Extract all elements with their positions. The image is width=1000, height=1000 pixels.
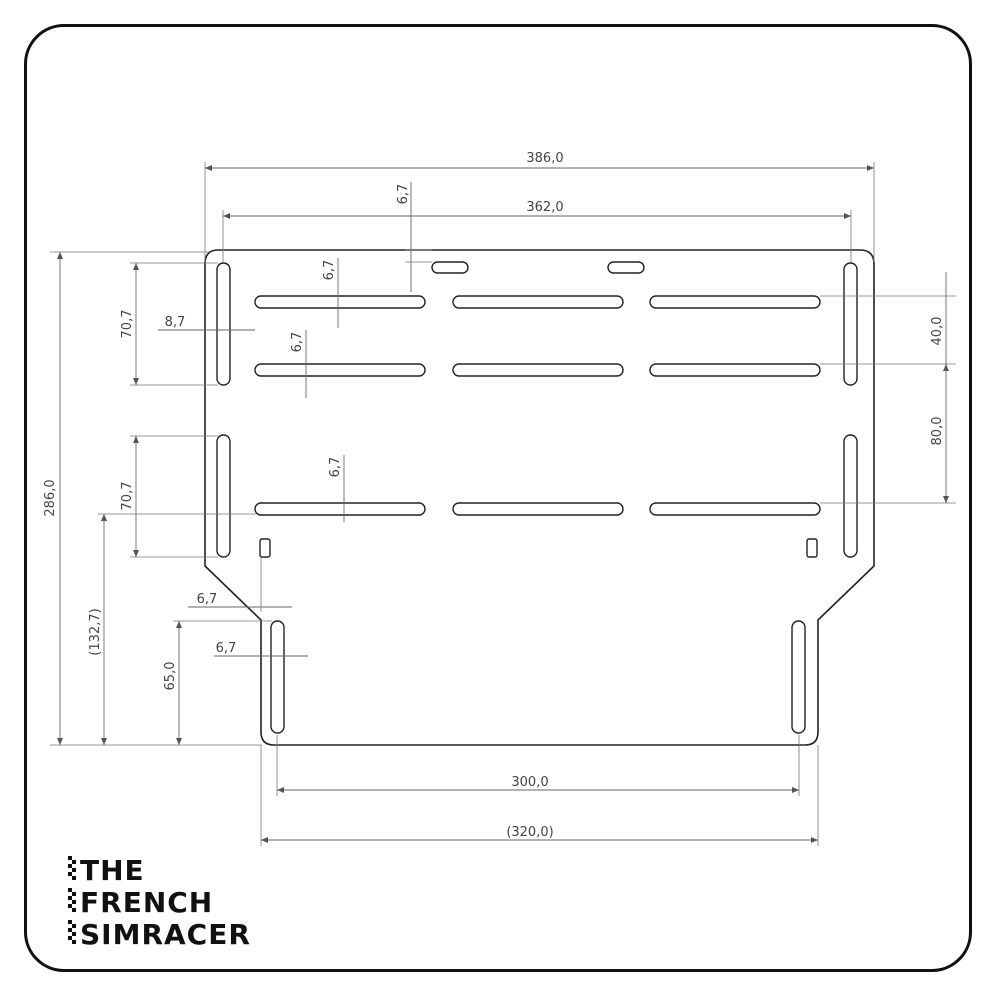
brand-logo: THE FRENCH SIMRACER	[68, 854, 251, 951]
left-slot-lower	[216, 434, 231, 558]
slot-r1-c3	[649, 295, 821, 309]
logo-line-3: SIMRACER	[80, 918, 251, 951]
top-slot-left	[431, 261, 469, 274]
dim-overall-height: 286,0	[43, 479, 58, 516]
dim-tab-offset: 6,7	[216, 641, 237, 656]
slot-r3-c2	[452, 502, 624, 516]
dim-right-spacing-2: 80,0	[930, 417, 945, 446]
pocket-right	[806, 538, 818, 558]
slot-r1-c1	[254, 295, 426, 309]
dim-bottom-width: (320,0)	[506, 825, 553, 840]
logo-line-1: THE	[80, 854, 145, 887]
slot-r2-c2	[452, 363, 624, 377]
dim-right-spacing-1: 40,0	[930, 317, 945, 346]
slot-r3-c1	[254, 502, 426, 516]
slot-r3-c3	[649, 502, 821, 516]
logo-line-2: FRENCH	[80, 886, 213, 919]
slot-r2-c1	[254, 363, 426, 377]
dim-lower-slot-height: 70,7	[120, 482, 135, 511]
checkered-flag-icon	[68, 856, 76, 944]
dim-slot-inset: 8,7	[165, 315, 186, 330]
dimension-lines	[50, 162, 956, 846]
dim-upper-slot-height: 70,7	[120, 310, 135, 339]
slot-r2-c3	[649, 363, 821, 377]
right-slot-lower	[843, 434, 858, 558]
slot-r1-c2	[452, 295, 624, 309]
top-slot-right	[607, 261, 645, 274]
dim-tab-height: 65,0	[163, 662, 178, 691]
dim-top-offset: 6,7	[396, 184, 411, 205]
pocket-left	[259, 538, 271, 558]
dim-bottom-inner-width: 300,0	[511, 775, 548, 790]
horizontal-slots	[254, 295, 821, 516]
plate-outline	[204, 249, 875, 746]
tab-slot-right	[791, 620, 806, 734]
dim-lower-height: (132,7)	[88, 608, 103, 655]
dim-neck-offset: 6,7	[197, 592, 218, 607]
tab-slot-left	[270, 620, 285, 734]
dim-row-gap-2: 6,7	[290, 332, 305, 353]
dim-inner-width: 362,0	[526, 200, 563, 215]
right-slot-upper	[843, 262, 858, 386]
left-slot-upper	[216, 262, 231, 386]
dim-overall-width: 386,0	[526, 151, 563, 166]
dim-row-gap-3: 6,7	[328, 457, 343, 478]
drawing-frame	[24, 24, 972, 972]
dim-row-gap-1: 6,7	[322, 260, 337, 281]
